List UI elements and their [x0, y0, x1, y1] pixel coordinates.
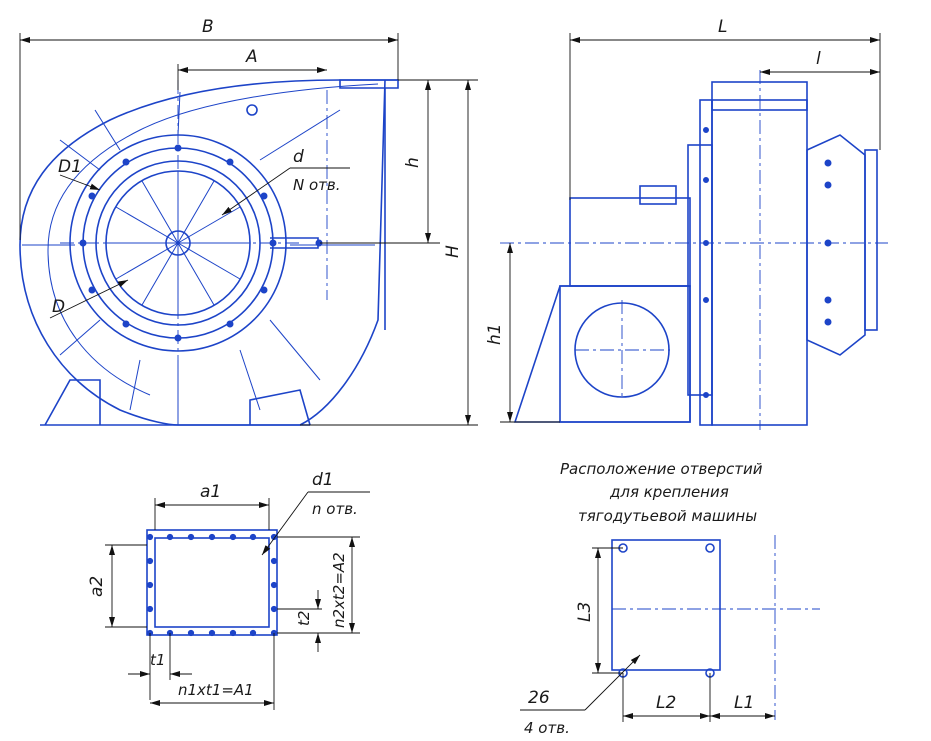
label-a1: a1 — [200, 482, 221, 502]
leader-D1 — [59, 174, 101, 191]
label-l: l — [816, 49, 821, 69]
label-L3: L3 — [575, 602, 595, 622]
label-t2: t2 — [295, 611, 313, 626]
side-outlet — [711, 81, 808, 111]
label-h1: h1 — [485, 323, 505, 345]
label-D: D — [52, 297, 65, 317]
label-B: B — [202, 17, 214, 37]
leader-d — [221, 167, 291, 216]
leader-d1 — [261, 491, 309, 556]
leader-D — [49, 279, 129, 319]
outlet-top — [339, 79, 399, 89]
label-L1: L1 — [734, 693, 754, 713]
inlet-flange — [864, 149, 878, 331]
label-hole-size: 26 — [528, 688, 550, 708]
front-feet — [40, 379, 311, 426]
caption-line-1: Расположение отверстий — [560, 460, 763, 478]
outlet-flange-inner — [154, 537, 270, 628]
label-d: d — [293, 147, 304, 167]
label-L2: L2 — [656, 693, 676, 713]
label-n: n отв. — [312, 500, 358, 518]
label-n2t2: n2xt2=A2 — [330, 552, 348, 628]
label-a2: a2 — [87, 576, 107, 597]
side-plate — [687, 144, 713, 396]
motor-body — [569, 197, 691, 287]
inlet-cone — [806, 134, 866, 356]
mount-holes — [618, 543, 715, 678]
inlet-bolts — [824, 159, 832, 326]
label-t1: t1 — [150, 651, 165, 669]
label-hole-count: 4 отв. — [524, 719, 570, 737]
caption-line-2: для крепления — [609, 483, 729, 501]
outlet-flange-view: a1 a2 d1 n отв. n2xt2=A2 t2 t1 n1xt1=A1 — [87, 470, 370, 710]
outlet-flange-outer — [146, 529, 278, 636]
motor-terminal-box — [639, 185, 677, 205]
mounting-holes-view: Расположение отверстий для крепления тяг… — [520, 460, 820, 737]
front-view: B A h H d N отв. D1 D — [19, 17, 478, 426]
label-n1t1: n1xt1=A1 — [178, 681, 254, 699]
label-N: N отв. — [293, 176, 341, 194]
scroll-casing-inner — [47, 83, 379, 396]
side-casing — [711, 99, 808, 426]
pedestal-block — [559, 285, 691, 423]
casing-bolts — [703, 127, 709, 398]
outlet-flange-holes — [146, 533, 278, 637]
label-D1: D1 — [58, 157, 82, 177]
label-A: A — [245, 47, 258, 67]
drain-hole — [246, 104, 258, 116]
leader-hole — [584, 654, 641, 711]
label-h: h — [403, 157, 423, 168]
side-flange-left — [699, 99, 713, 426]
label-d1: d1 — [312, 470, 334, 490]
caption-line-3: тягодутьевой машины — [578, 507, 757, 525]
scroll-casing — [19, 79, 398, 426]
mount-plate — [611, 539, 721, 671]
label-L: L — [718, 17, 727, 37]
side-view: L l h1 — [485, 17, 888, 430]
label-H: H — [443, 245, 463, 258]
